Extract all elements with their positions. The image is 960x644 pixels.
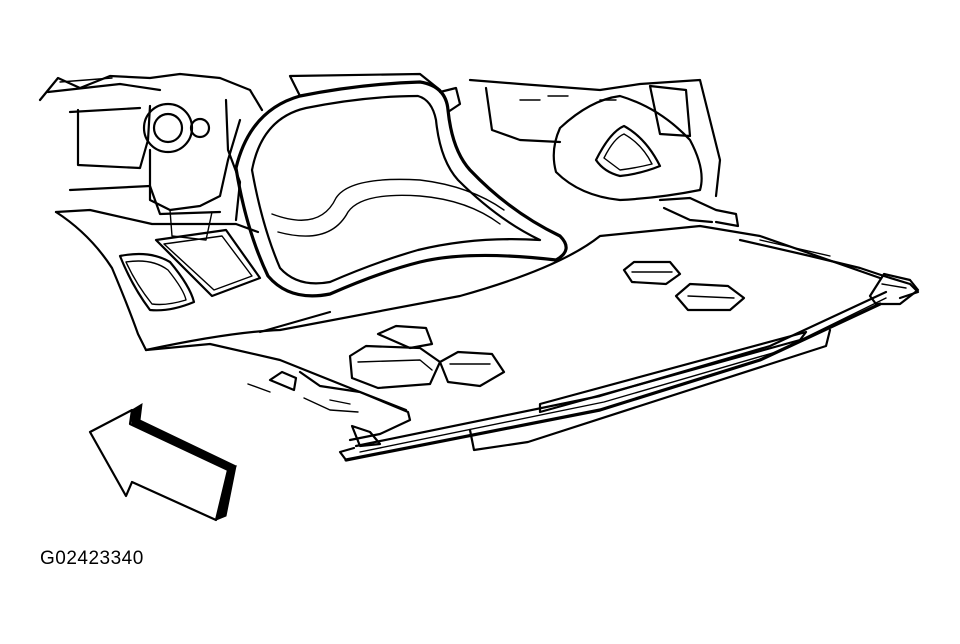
floor-indentations: [348, 260, 746, 390]
right-upper-structure: [468, 78, 740, 228]
left-upper-structure: [38, 72, 264, 241]
center-opening-seal: [234, 72, 568, 298]
figure-id-label: G02423340: [40, 548, 144, 569]
main-floor-panel: [144, 224, 920, 462]
view-direction-arrow-icon: [88, 403, 238, 522]
left-floor-skirt: [54, 208, 262, 352]
